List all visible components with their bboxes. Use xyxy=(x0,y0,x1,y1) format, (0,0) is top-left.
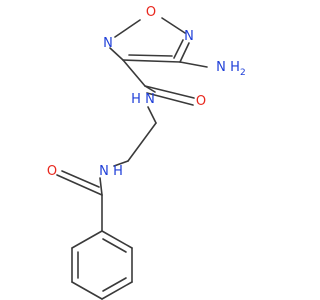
amide2-oxygen-label: O xyxy=(47,164,57,179)
bond-c3-c4 xyxy=(122,59,181,63)
bond-carbonyl2-O xyxy=(56,174,103,196)
bond-ringO-ringN-left xyxy=(114,19,141,38)
amino-hydrogen-count: 2 xyxy=(240,68,246,78)
bond-ring-3 xyxy=(101,281,133,300)
amide1-hydrogen-label: H xyxy=(131,92,141,107)
bond-ringN-right-c3-double xyxy=(173,39,184,59)
amide1-oxygen-label: O xyxy=(196,94,206,109)
bond-c3-c4-double xyxy=(128,54,173,57)
ring-oxygen-label: O xyxy=(146,5,156,20)
bond-carbonyl1-O-double xyxy=(146,92,194,106)
bond-ch2a-ch2b xyxy=(127,122,157,162)
bond-carbonyl2-O-double xyxy=(61,170,100,188)
amide2-hydrogen-label: H xyxy=(113,164,123,179)
bond-c3-amino xyxy=(179,61,208,68)
bond-ring-6 xyxy=(71,230,103,249)
bond-carbonyl1-O xyxy=(144,85,195,99)
ring-nitrogen-right-label: N xyxy=(184,29,194,44)
atom-labels: O N N N H 2 O N H N H O xyxy=(47,5,246,179)
bond-ring-inner-1 xyxy=(102,238,127,253)
ring-nitrogen-left-label: N xyxy=(103,36,113,51)
bond-ring-inner-2 xyxy=(102,277,127,292)
bond-ringN-left-c4 xyxy=(109,47,124,61)
bond-ringO-ringN-right xyxy=(161,17,186,34)
bonds xyxy=(56,17,208,300)
amino-hydrogen-label: H xyxy=(230,60,240,75)
molecule-structure: O N N N H 2 O N H N H O xyxy=(47,5,246,300)
bond-N1-ch2a xyxy=(147,106,157,124)
amide1-nitrogen-label: N xyxy=(145,92,155,107)
amino-nitrogen-label: N xyxy=(216,60,226,75)
amide2-nitrogen-label: N xyxy=(99,164,109,179)
bond-ring-1 xyxy=(101,230,133,249)
bond-ring-4 xyxy=(71,281,103,300)
bond-ringN-right-c3 xyxy=(179,42,190,63)
bond-carbonyl1-N xyxy=(144,85,156,93)
bond-N2-carbonyl2 xyxy=(99,177,103,196)
bond-ch2b-N2 xyxy=(113,160,129,167)
bond-c4-carbonyl1 xyxy=(122,59,146,87)
